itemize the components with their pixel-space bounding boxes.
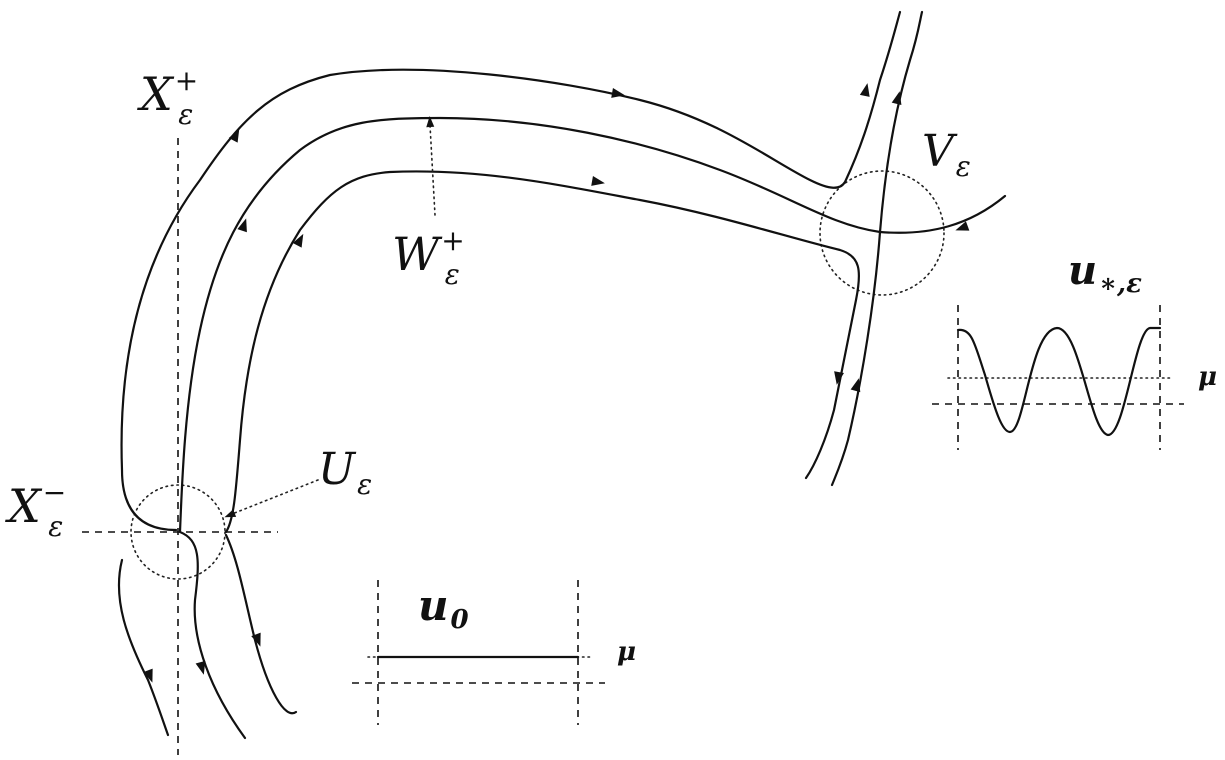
arrowhead [834,371,844,385]
trajectory-inner [224,170,861,715]
trajectory-outer [117,10,902,737]
arrowhead [224,509,237,518]
label-u-star: u∗,ε [1068,247,1142,299]
pointer-w-plus [429,124,436,216]
arrowhead [237,218,247,233]
label-v-eps: Vε [922,126,971,183]
inset-u-star [932,305,1184,450]
arrowhead [251,632,261,647]
label-x-minus: X−ε [5,476,66,543]
trajectory-middle [178,10,1007,740]
label-x-plus: X+ε [137,64,198,131]
arrowhead [611,88,625,98]
pointer-u-eps [231,479,319,515]
inset-u-zero [352,580,605,725]
arrowhead [591,176,605,186]
label-mu-bottom: μ [617,637,636,667]
arrowhead [292,233,304,248]
label-u-eps: Uε [318,444,372,501]
arrowhead [195,660,206,675]
label-w-plus: W+ε [392,224,465,291]
arrowhead [228,128,240,143]
arrowhead [426,116,435,128]
arrowhead [955,221,970,231]
arrowhead [891,91,902,106]
arrowhead [850,378,861,393]
u-star-curve [956,326,1162,437]
label-u-zero: u0 [418,581,469,635]
arrowhead [143,668,153,683]
arrowhead [859,83,870,97]
neighborhood-v-eps [819,170,945,296]
label-mu-right: μ [1198,362,1217,392]
